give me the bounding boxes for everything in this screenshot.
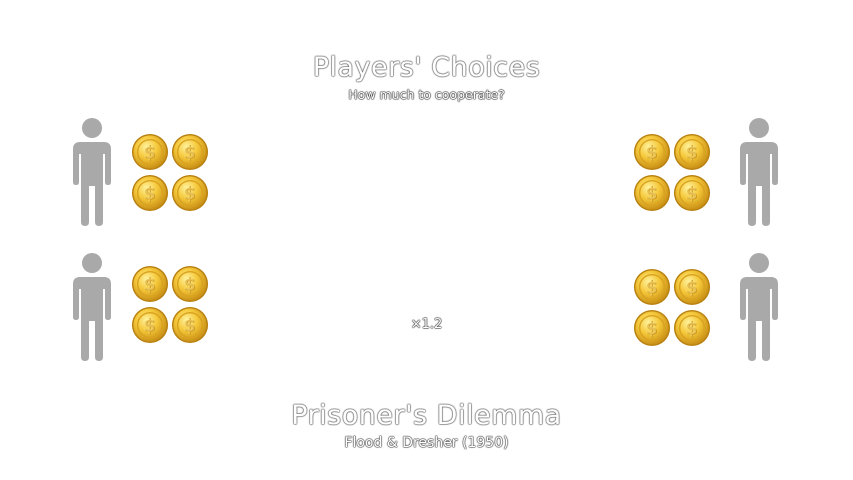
dollar-coin-icon xyxy=(171,265,209,303)
pot-multiplier: ×1.2 xyxy=(410,317,443,332)
choices-title: Players' Choices xyxy=(312,52,541,83)
person-icon xyxy=(739,253,779,363)
dollar-coin-icon xyxy=(171,133,209,171)
dollar-coin-icon xyxy=(633,133,671,171)
game-citation: Flood & Dresher (1950) xyxy=(344,435,509,451)
dollar-coin-icon xyxy=(673,133,711,171)
person-icon xyxy=(72,253,112,363)
dollar-coin-icon xyxy=(633,174,671,212)
dollar-coin-icon xyxy=(673,174,711,212)
choices-subtitle: How much to cooperate? xyxy=(348,87,505,102)
dollar-coin-icon xyxy=(171,174,209,212)
person-icon xyxy=(72,118,112,228)
dollar-coin-icon xyxy=(633,268,671,306)
dollar-coin-icon xyxy=(131,174,169,212)
dollar-coin-icon xyxy=(673,268,711,306)
game-title: Prisoner's Dilemma xyxy=(291,400,562,431)
person-icon xyxy=(739,118,779,228)
dollar-coin-icon xyxy=(131,133,169,171)
dollar-coin-icon xyxy=(131,265,169,303)
